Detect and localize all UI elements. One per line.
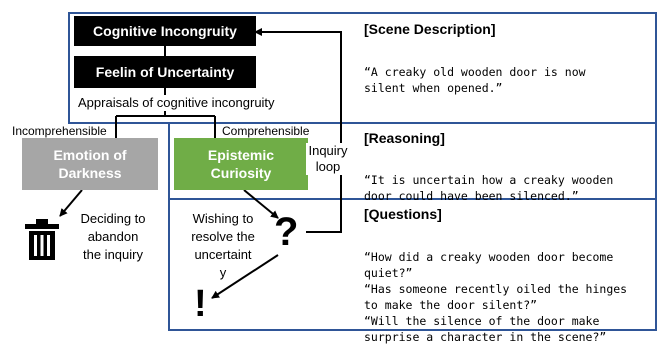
question-line: “Will the silence of the door make xyxy=(364,314,600,328)
curiosity-line-1: Epistemic xyxy=(207,147,275,163)
inquiry-loop-label: Inquiry loop xyxy=(306,143,350,175)
comprehensible-label: Comprehensible xyxy=(222,124,310,138)
question-mark-symbol: ? xyxy=(274,210,299,254)
epistemic-curiosity-box: Epistemic Curiosity xyxy=(174,138,308,190)
curiosity-line-2: Curiosity xyxy=(210,165,272,181)
abandon-arrow xyxy=(59,189,83,217)
appraisals-label: Appraisals of cognitive incongruity xyxy=(76,95,277,111)
question-line: surprise a character in the scene?” xyxy=(364,330,607,344)
curiosity-arrow xyxy=(243,189,279,219)
emotion-of-darkness-box: Emotion of Darkness xyxy=(22,138,158,190)
scene-description-title: [Scene Description] xyxy=(364,21,496,37)
darkness-line-1: Emotion of xyxy=(53,147,127,163)
question-line: “Has someone recently oiled the hinges xyxy=(364,282,628,296)
abandon-outcome-text: Deciding to abandon the inquiry xyxy=(80,211,146,262)
incomprehensible-label: Incomprehensible xyxy=(12,124,107,138)
darkness-line-2: Darkness xyxy=(58,165,122,181)
cognitive-incongruity-box: Cognitive Incongruity xyxy=(74,16,256,46)
resolve-arrow xyxy=(211,254,279,299)
cognitive-incongruity-label: Cognitive Incongruity xyxy=(93,23,237,39)
question-line: “How did a creaky wooden door become xyxy=(364,250,614,264)
question-line: to make the door silent?” xyxy=(364,298,538,312)
feeling-of-uncertainty-box: Feelin of Uncertainty xyxy=(74,56,256,88)
resolve-outcome-text: Wishing to resolve the uncertaint y xyxy=(191,211,255,280)
inquiry-loop-arrow xyxy=(254,28,342,233)
questions-panel xyxy=(168,198,657,331)
exclamation-mark-symbol: ! xyxy=(194,283,207,325)
questions-title: [Questions] xyxy=(364,206,442,222)
feeling-of-uncertainty-label: Feelin of Uncertainty xyxy=(95,64,235,80)
questions-text: “How did a creaky wooden door become quie… xyxy=(364,233,627,361)
question-line: quiet?” xyxy=(364,266,413,280)
reasoning-title: [Reasoning] xyxy=(364,130,445,146)
